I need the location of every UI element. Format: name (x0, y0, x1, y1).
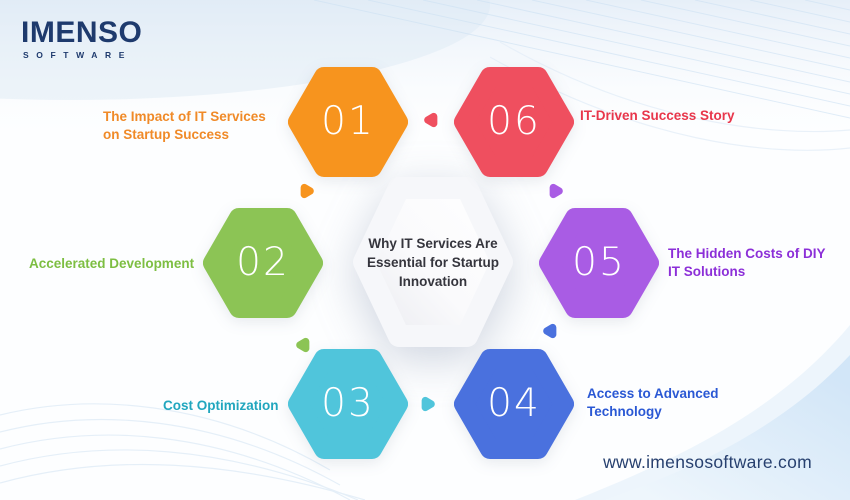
step-number: 02 (236, 239, 290, 285)
hexagon-shape (203, 208, 323, 318)
step-number: 01 (321, 98, 375, 144)
step-hexagon-02: 02 (201, 208, 325, 318)
step-label-02: Accelerated Development (29, 256, 195, 271)
flow-arrow-right-icon (421, 396, 435, 412)
step-hexagon-04: 04 (452, 349, 576, 459)
center-title: Why IT Services Are Essential for Startu… (366, 235, 500, 289)
step-label-05: The Hidden Costs of DIY IT Solutions (668, 246, 826, 279)
step-label-06: IT-Driven Success Story (580, 108, 735, 123)
step-hexagon-06: 06 (452, 67, 576, 177)
step-number: 06 (487, 98, 541, 144)
diagonal-lines-pattern (313, 0, 850, 119)
step-number: 04 (487, 380, 541, 426)
step-number: 03 (321, 380, 375, 426)
hexagon-shape (539, 208, 659, 318)
brand-tagline: SOFTWARE (23, 50, 132, 60)
website-url: www.imensosoftware.com (603, 452, 812, 472)
flow-arrow-left-icon (296, 337, 310, 353)
brand-name: IMENSO (21, 16, 143, 49)
center-hexagon: Why IT Services Are Essential for Startu… (351, 177, 515, 347)
top-left-glow (0, 0, 490, 100)
bottom-right-wave (605, 355, 850, 500)
center-hexagon-shape (353, 177, 513, 347)
hexagon-shape (288, 349, 408, 459)
hexagon-shape (454, 67, 574, 177)
step-label-03: Cost Optimization (163, 398, 279, 413)
hexagon-shape (288, 67, 408, 177)
bottom-left-arc-lines (0, 403, 366, 500)
step-hexagon-03: 03 (286, 349, 410, 459)
step-hexagon-05: 05 (537, 208, 661, 318)
flow-arrow-left-icon (424, 112, 438, 128)
step-label-04: Access to Advanced Technology (587, 386, 719, 419)
step-label-01: The Impact of IT Services on Startup Suc… (103, 109, 266, 142)
flow-arrow-left-icon (543, 323, 557, 339)
step-hexagon-01: 01 (286, 67, 410, 177)
brand-logo: IMENSO SOFTWARE (21, 18, 142, 60)
hexagon-shape (454, 349, 574, 459)
step-number: 05 (572, 239, 626, 285)
flow-arrow-right-icon (300, 183, 314, 199)
flow-arrow-right-icon (549, 183, 563, 199)
